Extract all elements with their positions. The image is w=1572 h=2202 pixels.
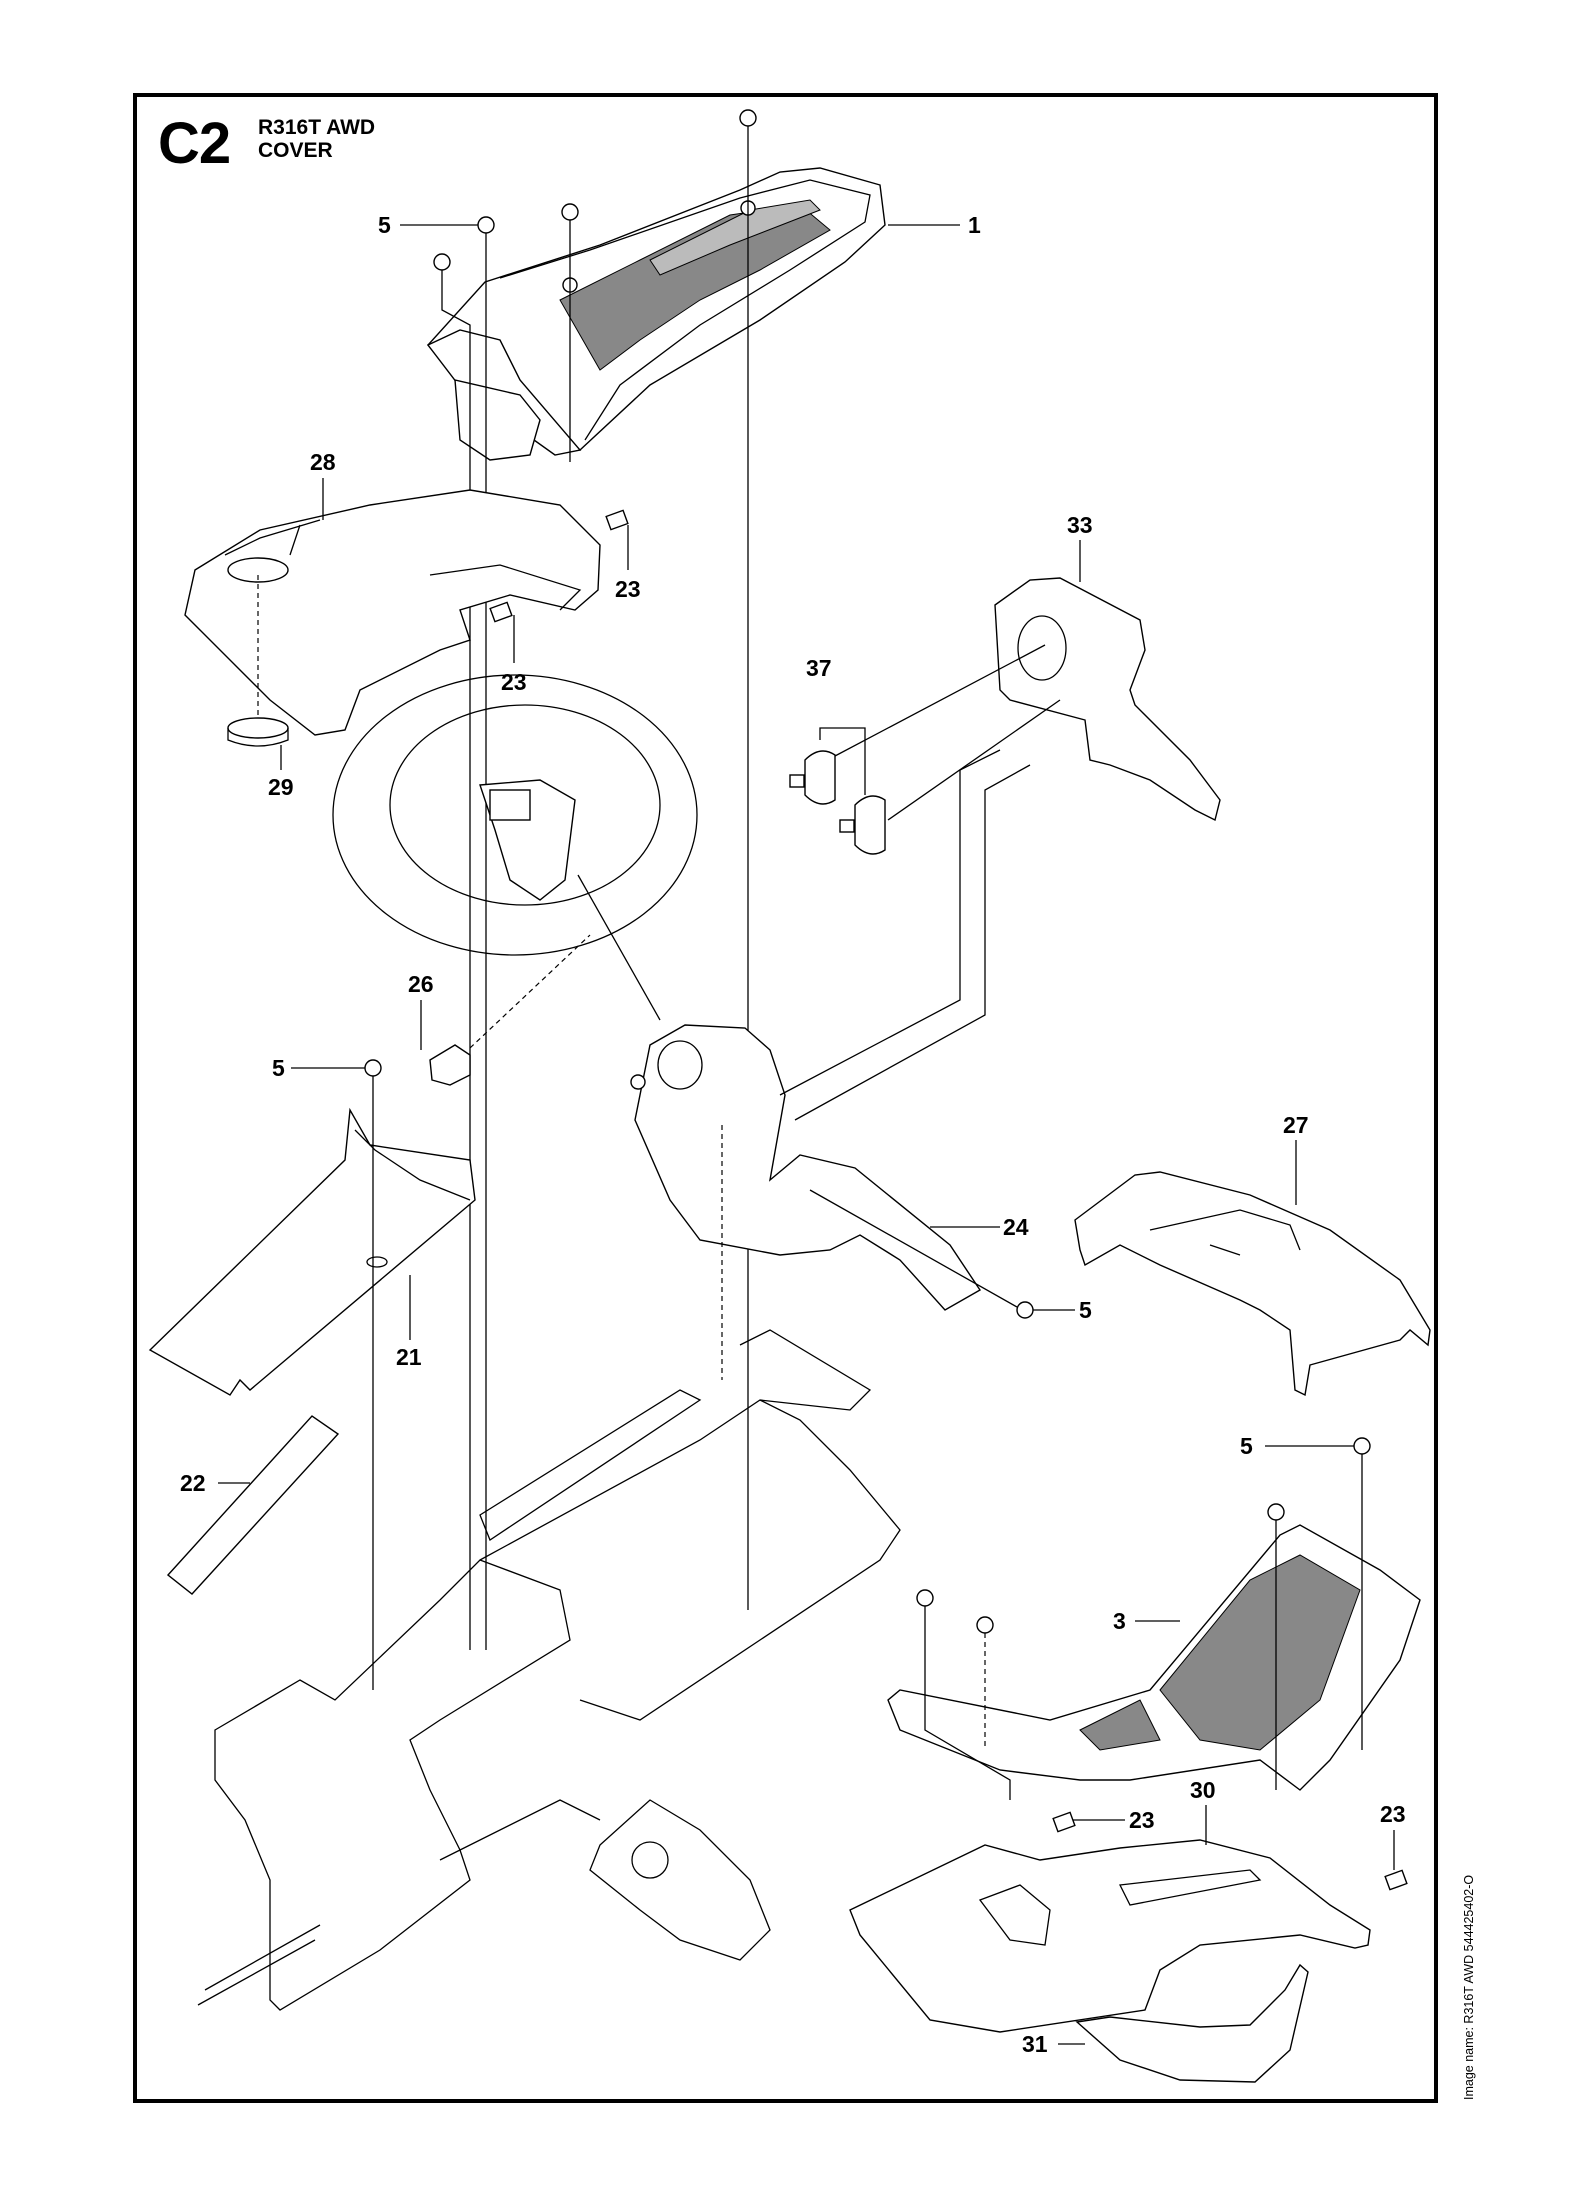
callout-3: 3 — [1113, 1608, 1180, 1634]
svg-text:5: 5 — [1079, 1297, 1092, 1323]
svg-text:22: 22 — [180, 1470, 206, 1496]
svg-text:5: 5 — [378, 212, 391, 238]
callout-5-top: 5 — [378, 212, 478, 238]
clip-nut-23a — [605, 509, 629, 531]
callout-31: 31 — [1022, 2031, 1085, 2057]
clip-nut-23d — [1384, 1869, 1408, 1891]
svg-text:3: 3 — [1113, 1608, 1126, 1634]
callout-5-column: 5 — [1033, 1297, 1092, 1323]
diagram-title: COVER — [258, 139, 333, 162]
callout-5-left: 5 — [272, 1055, 365, 1081]
part-29-cup-holder-ring — [227, 717, 289, 747]
screw-mat-3 — [916, 1589, 1011, 1800]
screw-top-2 — [561, 203, 579, 462]
clip-nut-23b — [489, 601, 513, 623]
svg-text:37: 37 — [806, 655, 832, 681]
callout-5-right: 5 — [1240, 1433, 1354, 1459]
callout-23a: 23 — [615, 525, 641, 602]
screw-5-column — [809, 1189, 1034, 1319]
svg-text:1: 1 — [968, 212, 981, 238]
svg-text:30: 30 — [1190, 1777, 1216, 1803]
rubber-mat-pattern — [559, 199, 831, 371]
callout-30: 30 — [1190, 1777, 1216, 1845]
screw-mat-4 — [976, 1616, 994, 1750]
part-37-bulbs — [789, 644, 1061, 855]
callout-21: 21 — [396, 1275, 422, 1370]
callout-23d: 23 — [1380, 1801, 1406, 1870]
part-21-side-panel — [148, 1107, 476, 1396]
svg-text:23: 23 — [1380, 1801, 1406, 1827]
callout-26: 26 — [408, 971, 434, 1050]
svg-text:33: 33 — [1067, 512, 1093, 538]
callout-22: 22 — [180, 1470, 250, 1496]
chassis-frame — [197, 1329, 901, 2011]
svg-text:24: 24 — [1003, 1214, 1029, 1240]
callout-23b: 23 — [501, 615, 527, 695]
part-3-floor-mat — [887, 1524, 1421, 1791]
screw-mat-2 — [1267, 1503, 1285, 1790]
part-22-strip — [166, 1415, 340, 1595]
svg-text:23: 23 — [1129, 1807, 1155, 1833]
svg-text:23: 23 — [501, 669, 527, 695]
screw-5-top — [477, 216, 495, 1650]
screw-top-4 — [739, 109, 757, 1610]
part-31-trim — [1075, 1963, 1309, 2083]
callout-37: 37 — [806, 655, 832, 681]
svg-text:5: 5 — [1240, 1433, 1253, 1459]
svg-text:27: 27 — [1283, 1112, 1309, 1138]
callout-23c: 23 — [1073, 1807, 1155, 1833]
steering-wheel — [332, 674, 698, 1021]
callout-28: 28 — [310, 449, 336, 520]
svg-text:5: 5 — [272, 1055, 285, 1081]
model-name: R316T AWD — [258, 116, 376, 139]
screw-5-right — [1353, 1437, 1371, 1750]
svg-text:31: 31 — [1022, 2031, 1048, 2057]
svg-text:26: 26 — [408, 971, 434, 997]
part-28-left-fender — [184, 489, 601, 736]
diagram-frame — [133, 93, 1438, 2103]
part-30-right-fender — [849, 1839, 1371, 2033]
section-code: C2 — [158, 111, 231, 176]
callout-29: 29 — [268, 745, 294, 800]
part-26-wheel-cap — [429, 934, 591, 1086]
callout-1: 1 — [888, 212, 981, 238]
part-33-headlight-housing — [994, 577, 1221, 822]
svg-text:23: 23 — [615, 576, 641, 602]
callout-33: 33 — [1067, 512, 1093, 582]
callout-24: 24 — [930, 1214, 1029, 1240]
clip-nut-23c — [1052, 1811, 1076, 1833]
svg-text:29: 29 — [268, 774, 294, 800]
svg-text:28: 28 — [310, 449, 336, 475]
screw-top-3 — [433, 253, 471, 1650]
part-1-rear-cover — [426, 167, 886, 461]
svg-text:21: 21 — [396, 1344, 422, 1370]
part-24-steering-column-cover — [630, 1024, 981, 1380]
callout-27: 27 — [1283, 1112, 1309, 1205]
part-27-hood — [1074, 1171, 1431, 1397]
